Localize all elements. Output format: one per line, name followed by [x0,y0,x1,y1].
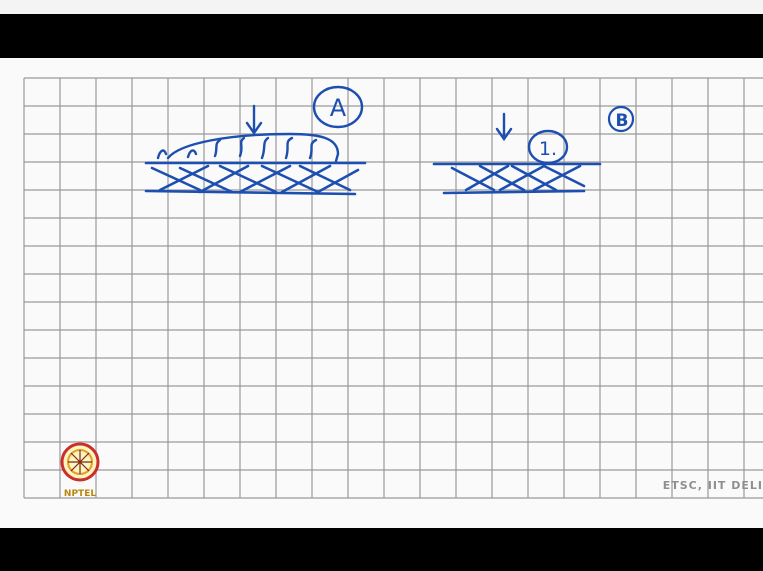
label-a: A [330,94,347,122]
nptel-logo-text: NPTEL [64,489,96,499]
browser-top-strip [0,0,763,15]
video-letterbox-bottom [0,528,763,571]
video-letterbox-top [0,14,763,58]
sketch-a-mesh [146,163,365,194]
particle-label: 1. [539,138,557,160]
sketch-a-arrow [247,106,261,133]
sketch-b-arrow [497,114,511,139]
sketch-a-cake-layer [158,134,338,161]
grid-lines [24,78,763,498]
nptel-logo: NPTEL [58,440,104,500]
drawing-board: A 1. B [0,58,763,528]
label-b: B [616,111,629,131]
etsc-watermark: ETSC, IIT DELI [663,479,763,492]
sketch-b-mesh [434,164,600,193]
